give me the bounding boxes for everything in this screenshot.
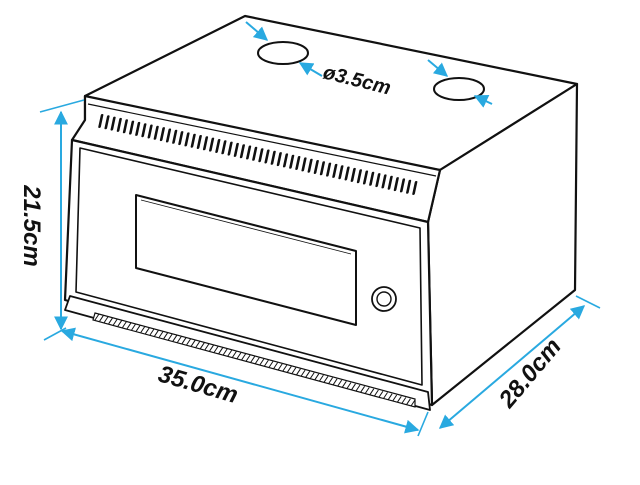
vent-slot — [129, 120, 135, 135]
vent-slot — [270, 150, 276, 165]
vent-slot — [165, 128, 172, 143]
hatch-line — [108, 317, 114, 324]
vent-slot — [295, 156, 301, 170]
hole-arrow-left-top — [245, 21, 269, 41]
vent-slot — [412, 181, 418, 195]
vent-slot — [196, 135, 202, 149]
vent-slot — [369, 171, 375, 186]
vent-slot — [319, 161, 325, 176]
hole-arrow-right-top — [427, 59, 449, 77]
vent-slot — [104, 115, 110, 130]
width-extension-right — [417, 411, 429, 437]
vent-slot — [141, 123, 147, 138]
depth-extension-right — [575, 295, 601, 309]
vent-slot — [159, 127, 165, 142]
vent-slot — [276, 152, 282, 167]
vent-slot — [221, 140, 227, 155]
hatch-line — [112, 318, 118, 326]
height-extension-bottom — [43, 327, 67, 341]
vent-slots — [98, 114, 418, 195]
height-label: 21.5cm — [18, 184, 45, 266]
width-dimension-line — [60, 327, 420, 434]
vent-slot — [289, 154, 295, 169]
vent-slot — [110, 116, 116, 131]
hole-arrow-left-bottom — [298, 62, 323, 77]
vent-slot — [153, 125, 159, 140]
vent-slot — [122, 119, 128, 134]
vent-slot — [258, 148, 264, 163]
vent-slot — [399, 178, 406, 193]
height-extension-top — [39, 99, 85, 113]
cable-hole-right — [433, 77, 485, 101]
vent-slot — [116, 117, 122, 132]
vent-slot — [282, 153, 289, 168]
vent-slot — [350, 167, 356, 182]
vent-slot — [147, 124, 153, 139]
vent-slot — [227, 141, 233, 156]
vent-slot — [301, 157, 307, 172]
vent-slot — [246, 145, 252, 160]
vent-slot — [178, 131, 184, 146]
vent-slot — [252, 146, 258, 161]
vent-slot — [356, 169, 362, 184]
vent-slot — [387, 175, 393, 190]
vent-slot — [190, 133, 196, 148]
vent-slot — [135, 121, 141, 136]
vent-slot — [393, 177, 399, 192]
vent-slot — [215, 139, 221, 153]
vent-slot — [313, 160, 319, 174]
vent-inner-edge — [87, 103, 437, 177]
vent-slot — [184, 132, 190, 147]
vent-slot — [209, 137, 215, 152]
hole-arrow-right-bottom — [473, 95, 493, 108]
vent-slot — [307, 158, 313, 173]
hatch-line — [99, 314, 105, 322]
vent-slot — [172, 129, 178, 144]
vent-slot — [264, 149, 270, 164]
vent-slot — [381, 174, 387, 189]
vent-slot — [362, 170, 369, 185]
vent-slot — [326, 162, 332, 177]
vent-slot — [332, 163, 338, 178]
vent-slot — [344, 166, 350, 181]
vent-slot — [239, 144, 245, 159]
vent-slot — [338, 165, 344, 180]
vent-slot — [202, 136, 209, 151]
hatch-line — [122, 321, 127, 328]
vent-slot — [406, 179, 412, 194]
vent-slot — [233, 142, 239, 157]
hatch-line — [117, 319, 123, 327]
vent-slot — [375, 173, 381, 188]
cable-hole-left — [257, 41, 309, 65]
hatch-line — [103, 316, 109, 323]
hatch-line — [94, 313, 100, 321]
depth-dimension-line — [438, 305, 586, 429]
door-window — [135, 194, 357, 326]
vent-slot — [98, 114, 104, 128]
